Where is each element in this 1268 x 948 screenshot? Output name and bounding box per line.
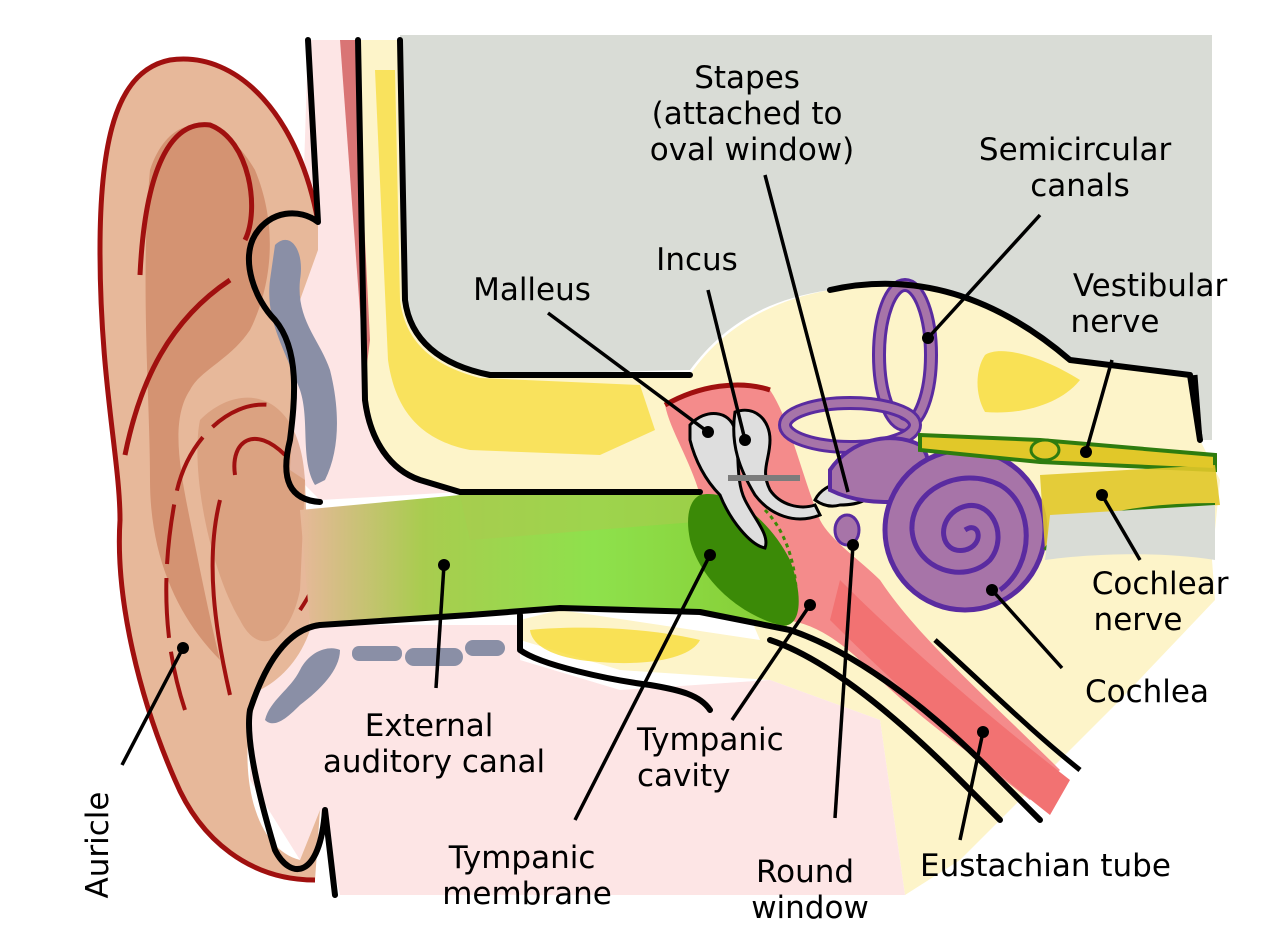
leader-malleus <box>546 311 710 434</box>
cartilage-lower-3 <box>405 648 463 666</box>
outline-brain-border <box>397 37 693 378</box>
brain-region <box>400 35 1212 440</box>
dot-cochlea <box>986 584 998 596</box>
leader-external-auditory-canal <box>434 564 446 689</box>
outline-inner-bone-top <box>827 280 1203 443</box>
dot-malleus <box>702 426 714 438</box>
concha-line <box>232 436 287 476</box>
leader-tympanic-membrane <box>573 554 712 821</box>
label-eustachian-tube: Eustachian tube <box>920 848 1171 884</box>
label-cochlear-nerve: Cochlear nerve <box>1092 566 1239 638</box>
dot-auricle <box>177 642 189 654</box>
antihelix-lower <box>164 402 271 711</box>
leader-lines <box>120 174 1142 841</box>
semicircular-canal-lateral-fill <box>781 399 919 451</box>
cartilage-lower-1 <box>265 648 340 724</box>
label-auricle: Auricle <box>80 792 116 899</box>
leader-cochlea <box>990 588 1064 670</box>
leader-eustachian-tube <box>958 731 985 841</box>
label-tympanic-cavity: Tympanic cavity <box>636 722 794 794</box>
dot-incus <box>739 434 751 446</box>
cartilage-lower-4 <box>465 640 505 656</box>
label-cochlea: Cochlea <box>1085 674 1209 710</box>
label-tympanic-membrane: Tympanic membrane <box>442 840 612 912</box>
leader-round-window <box>833 544 855 819</box>
leader-cochlear-nerve <box>1100 494 1142 561</box>
outline-canal-bottom <box>317 605 1043 823</box>
leader-incus <box>706 289 747 441</box>
outline-bone-right <box>1192 374 1203 441</box>
canal-shadow <box>460 495 720 540</box>
dot-tympanic-cavity <box>804 599 816 611</box>
outline-lower-skin <box>246 622 338 898</box>
auricle-outline <box>97 56 321 883</box>
label-round-window: Round window <box>751 854 869 926</box>
label-vestibular-nerve: Vestibular nerve <box>1071 268 1238 340</box>
skin-lower <box>250 625 905 895</box>
eustachian-tube-outline-top <box>933 638 1082 772</box>
outline-skin-left <box>245 37 323 505</box>
leader-vestibular-nerve <box>1084 359 1114 453</box>
cochlea-spiral <box>909 475 1029 593</box>
outline-middle-ear <box>663 382 771 408</box>
tympanic-membrane-shape <box>688 494 799 626</box>
leader-semicircular-canals <box>926 213 1042 340</box>
label-incus: Incus <box>656 242 738 278</box>
bone-highlight-right <box>977 351 1080 413</box>
dot-external-auditory-canal <box>438 559 450 571</box>
cochlear-nerve-shape <box>1040 465 1220 550</box>
label-semicircular-canals: Semicircular canals <box>979 132 1181 204</box>
external-auditory-canal <box>300 495 790 630</box>
outline-eustachian-bottom <box>767 637 1003 823</box>
dot-eustachian-tube <box>977 726 989 738</box>
leader-tympanic-cavity <box>730 604 812 721</box>
outline-lower-bone <box>517 612 713 713</box>
label-external-auditory-canal: External auditory canal <box>323 708 545 780</box>
leader-stapes <box>763 174 850 493</box>
bone-highlight-upper <box>375 70 655 455</box>
label-stapes: Stapes (attached to oval window) <box>650 60 854 168</box>
auricle-fold <box>145 125 270 660</box>
tympanic-membrane-dotted <box>763 508 798 616</box>
antihelix-line <box>122 277 232 456</box>
eustachian-tube <box>830 580 1070 815</box>
label-malleus: Malleus <box>473 272 591 308</box>
dot-vestibular-nerve <box>1080 446 1092 458</box>
leader-auricle <box>120 647 185 766</box>
helix-line <box>137 122 255 276</box>
auricle-concha <box>197 397 305 642</box>
dot-tympanic-membrane <box>704 549 716 561</box>
cartilage-lower-2 <box>352 646 402 661</box>
vestibular-ganglion <box>1029 438 1061 462</box>
lobule-line <box>210 499 232 696</box>
dot-round-window <box>847 539 859 551</box>
cartilage-upper <box>269 239 337 485</box>
dot-semicircular-canals <box>922 332 934 344</box>
outline-canal-top <box>355 37 703 495</box>
nerve-sheath <box>1045 505 1215 560</box>
dot-cochlear-nerve <box>1096 489 1108 501</box>
